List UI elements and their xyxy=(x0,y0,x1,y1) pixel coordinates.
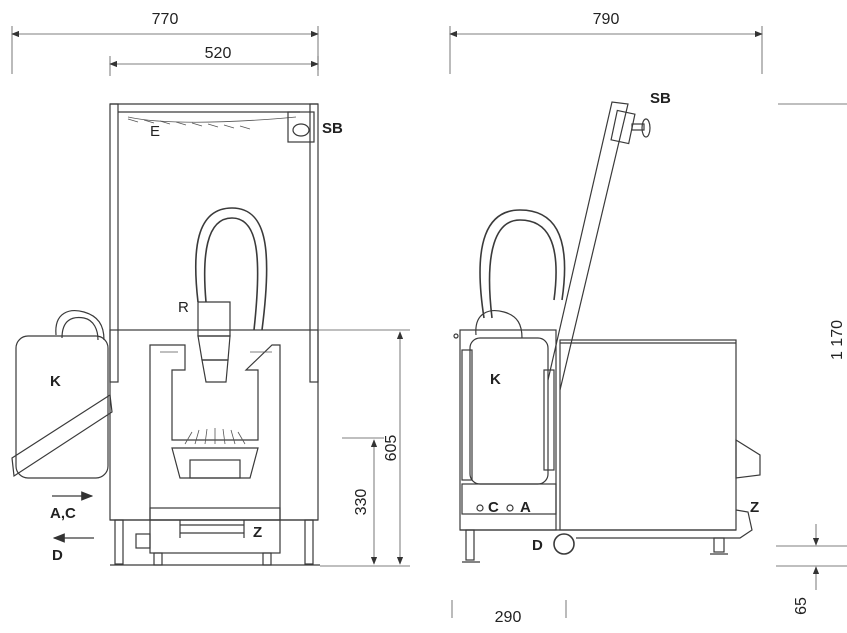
front-cabinet xyxy=(109,329,319,521)
nozzle-r xyxy=(197,301,231,337)
side-cabinet xyxy=(559,339,737,531)
label-sb-front: SB xyxy=(322,120,343,137)
container-k-front xyxy=(15,335,109,479)
dim-side-depth: 790 xyxy=(449,11,763,74)
label-d-side: D xyxy=(532,537,543,554)
dim-290-label: 290 xyxy=(495,609,522,626)
dim-1170: 1 170 xyxy=(778,103,847,360)
front-left-post xyxy=(109,103,119,383)
side-view: SB Z K C A D xyxy=(453,90,761,563)
side-wheel xyxy=(553,533,575,555)
label-k-side: K xyxy=(490,371,501,388)
dim-520-label: 520 xyxy=(205,45,232,62)
dim-330-label: 330 xyxy=(353,489,370,516)
dim-330: 330 xyxy=(342,437,384,565)
front-drawer xyxy=(149,507,281,554)
container-k-side xyxy=(469,337,549,485)
label-k-front: K xyxy=(50,373,61,390)
label-z-side: Z xyxy=(750,499,759,516)
label-r: R xyxy=(178,299,189,316)
label-e: E xyxy=(150,123,160,140)
dim-1170-label: 1 170 xyxy=(829,320,846,360)
dim-65: 65 xyxy=(776,524,847,615)
front-view: E SB R xyxy=(11,103,343,566)
side-front-panel xyxy=(459,329,557,531)
label-c-side: C xyxy=(488,499,499,516)
brush-bristles xyxy=(184,428,246,445)
dim-290: 290 xyxy=(451,600,567,626)
dim-790-label: 790 xyxy=(593,11,620,28)
label-ac: A,C xyxy=(50,505,76,522)
label-z-front: Z xyxy=(253,524,262,541)
dim-inner-width: 520 xyxy=(109,45,319,76)
front-right-post xyxy=(309,103,319,383)
sb-box-front xyxy=(287,111,315,143)
dim-front-width: 770 xyxy=(11,11,319,74)
dim-605: 605 xyxy=(318,329,410,565)
label-a-side: A xyxy=(520,499,531,516)
label-d-front: D xyxy=(52,547,63,564)
label-sb-side: SB xyxy=(650,90,671,107)
dim-65-label: 65 xyxy=(793,597,810,615)
dim-605-label: 605 xyxy=(383,435,400,462)
dim-770-label: 770 xyxy=(152,11,179,28)
side-boom xyxy=(547,101,629,391)
